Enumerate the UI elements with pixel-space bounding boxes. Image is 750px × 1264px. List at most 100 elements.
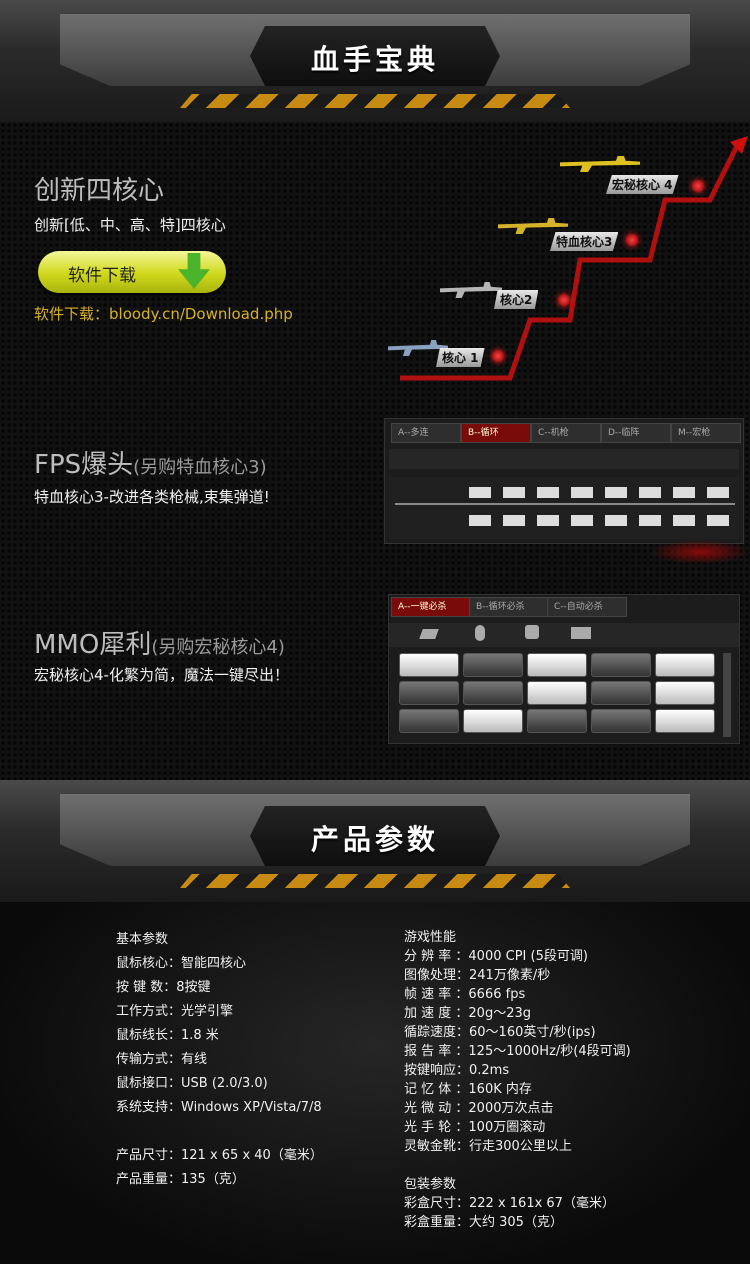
- mmo-heading-text: MMO犀利: [34, 630, 152, 660]
- fps-value-cell[interactable]: [639, 515, 661, 526]
- macro-key[interactable]: [399, 709, 459, 733]
- macro-key[interactable]: [399, 681, 459, 705]
- banner-title: 血手宝典: [310, 43, 439, 76]
- core-desc: 创新[低、中、高、特]四核心: [34, 216, 226, 234]
- fps-tab-d[interactable]: D--临阵: [601, 423, 671, 443]
- macro-key[interactable]: [655, 681, 715, 705]
- spec-item: 鼠标接口：USB (2.0/3.0): [116, 1076, 268, 1091]
- level-label-3: 特血核心3: [550, 232, 619, 251]
- specs-banner-title: 产品参数: [310, 823, 439, 856]
- download-button-label: 软件下载: [68, 266, 136, 286]
- spec-item: 传输方式：有线: [116, 1052, 208, 1067]
- fps-value-cell[interactable]: [673, 487, 695, 498]
- macro-key[interactable]: [527, 681, 587, 705]
- spec-item: 彩盒重量：大约 305（克）: [404, 1215, 563, 1230]
- fps-heading-sub: (另购特血核心3): [133, 457, 267, 478]
- spec-item: 报 告 率 ：125～1000Hz/秒(4段可调): [404, 1044, 631, 1059]
- mmo-tab-b[interactable]: B--循环必杀: [469, 597, 549, 617]
- macro-key[interactable]: [399, 653, 459, 677]
- specs-banner: 产品参数: [0, 780, 750, 902]
- fps-value-cell[interactable]: [571, 487, 593, 498]
- fps-settings-panel: A--多连 B--循环 C--机枪 D--临阵 M--宏枪: [384, 418, 744, 544]
- fps-value-cell[interactable]: [571, 515, 593, 526]
- fps-value-cell[interactable]: [503, 515, 525, 526]
- spec-item: 帧 速 率 ：6666 fps: [404, 987, 526, 1002]
- specs-right-column: 游戏性能 分 辨 率 ：4000 CPI (5段可调) 图像处理：241万像素/…: [404, 928, 631, 1232]
- pack-params-header: 包装参数: [404, 1177, 457, 1192]
- spec-item: 分 辨 率 ：4000 CPI (5段可调): [404, 949, 588, 964]
- macro-key[interactable]: [527, 653, 587, 677]
- fps-value-cell[interactable]: [469, 487, 491, 498]
- download-link[interactable]: 软件下载：bloody.cn/Download.php: [34, 305, 293, 323]
- fps-slider-track[interactable]: [395, 503, 735, 505]
- mmo-tab-c[interactable]: C--自动必杀: [547, 597, 627, 617]
- mmo-scrollbar[interactable]: [723, 653, 731, 737]
- macro-key[interactable]: [655, 709, 715, 733]
- spec-item: 光 手 轮 ：100万圈滚动: [404, 1120, 546, 1135]
- spec-item: 工作方式：光学引擎: [116, 1004, 234, 1019]
- spacer: [404, 1156, 631, 1175]
- level-dot-1: [492, 350, 504, 362]
- fps-value-cell[interactable]: [639, 487, 661, 498]
- spec-item: 彩盒尺寸：222 x 161x 67（毫米）: [404, 1196, 615, 1211]
- mmo-tab-a[interactable]: A--一键必杀: [391, 597, 471, 617]
- spec-item: 加 速 度 ：20g～23g: [404, 1006, 531, 1021]
- core-heading: 创新四核心: [34, 176, 165, 206]
- macro-key[interactable]: [463, 653, 523, 677]
- level-label-2: 核心2: [494, 290, 539, 309]
- fps-heading: FPS爆头(另购特血核心3): [34, 444, 267, 481]
- level-dot-3: [626, 234, 638, 246]
- fps-value-cell[interactable]: [707, 515, 729, 526]
- top-banner: 血手宝典: [0, 0, 750, 122]
- download-arrow-icon: [178, 253, 210, 289]
- hazard-stripe: [180, 94, 570, 108]
- spec-item: 循踪速度：60～160英寸/秒(ips): [404, 1025, 596, 1040]
- spec-item: 光 微 动 ：2000万次点击: [404, 1101, 554, 1116]
- fps-value-cell[interactable]: [469, 515, 491, 526]
- download-button[interactable]: 软件下载: [38, 251, 226, 293]
- spec-item: 鼠标线长：1.8 米: [116, 1028, 219, 1043]
- spec-item: 记 忆 体 ：160K 内存: [404, 1082, 532, 1097]
- level-dot-4: [692, 180, 704, 192]
- specs-left-column: 基本参数 鼠标核心：智能四核心 按 键 数：8按键 工作方式：光学引擎 鼠标线长…: [116, 928, 323, 1192]
- ladder-line: [400, 138, 743, 381]
- level-dot-2: [558, 294, 570, 306]
- macro-key[interactable]: [527, 709, 587, 733]
- fps-value-cell[interactable]: [605, 515, 627, 526]
- macro-key[interactable]: [591, 709, 651, 733]
- fps-value-cell[interactable]: [537, 515, 559, 526]
- fps-value-cell[interactable]: [605, 487, 627, 498]
- mouse-icon[interactable]: [475, 625, 485, 641]
- perf-params-header: 游戏性能: [404, 930, 457, 945]
- fps-value-cell[interactable]: [503, 487, 525, 498]
- level-label-4: 宏秘核心 4: [606, 175, 679, 194]
- camera-icon[interactable]: [571, 627, 591, 639]
- macro-key[interactable]: [655, 653, 715, 677]
- ladder-arrowhead: [730, 136, 748, 154]
- spec-item: 按键响应：0.2ms: [404, 1063, 510, 1078]
- spec-item: 灵敏金靴：行走300公里以上: [404, 1139, 572, 1154]
- spec-item: 图像处理：241万像素/秒: [404, 968, 551, 983]
- banner-plate: [250, 806, 500, 866]
- spec-item: 产品重量：135（克）: [116, 1172, 245, 1187]
- hazard-stripe: [180, 874, 570, 888]
- mmo-heading: MMO犀利(另购宏秘核心4): [34, 624, 285, 661]
- spec-item: 产品尺寸：121 x 65 x 40（毫米）: [116, 1148, 323, 1163]
- macro-key[interactable]: [463, 681, 523, 705]
- macro-key[interactable]: [463, 709, 523, 733]
- macro-key[interactable]: [591, 681, 651, 705]
- fps-tab-b[interactable]: B--循环: [461, 423, 531, 443]
- level-label-1: 核心 1: [436, 348, 485, 367]
- spec-item: 系统支持：Windows XP/Vista/7/8: [116, 1100, 322, 1115]
- timer-icon[interactable]: [525, 625, 539, 639]
- fps-value-cell[interactable]: [673, 515, 695, 526]
- macro-key[interactable]: [591, 653, 651, 677]
- fps-value-cell[interactable]: [537, 487, 559, 498]
- core-ladder-graphic: [400, 136, 748, 381]
- fps-tab-m[interactable]: M--宏枪: [671, 423, 741, 443]
- fps-tab-c[interactable]: C--机枪: [531, 423, 601, 443]
- banner-plate: [250, 26, 500, 86]
- fps-tab-a[interactable]: A--多连: [391, 423, 461, 443]
- fps-value-cell[interactable]: [707, 487, 729, 498]
- specs-section: [0, 902, 750, 1264]
